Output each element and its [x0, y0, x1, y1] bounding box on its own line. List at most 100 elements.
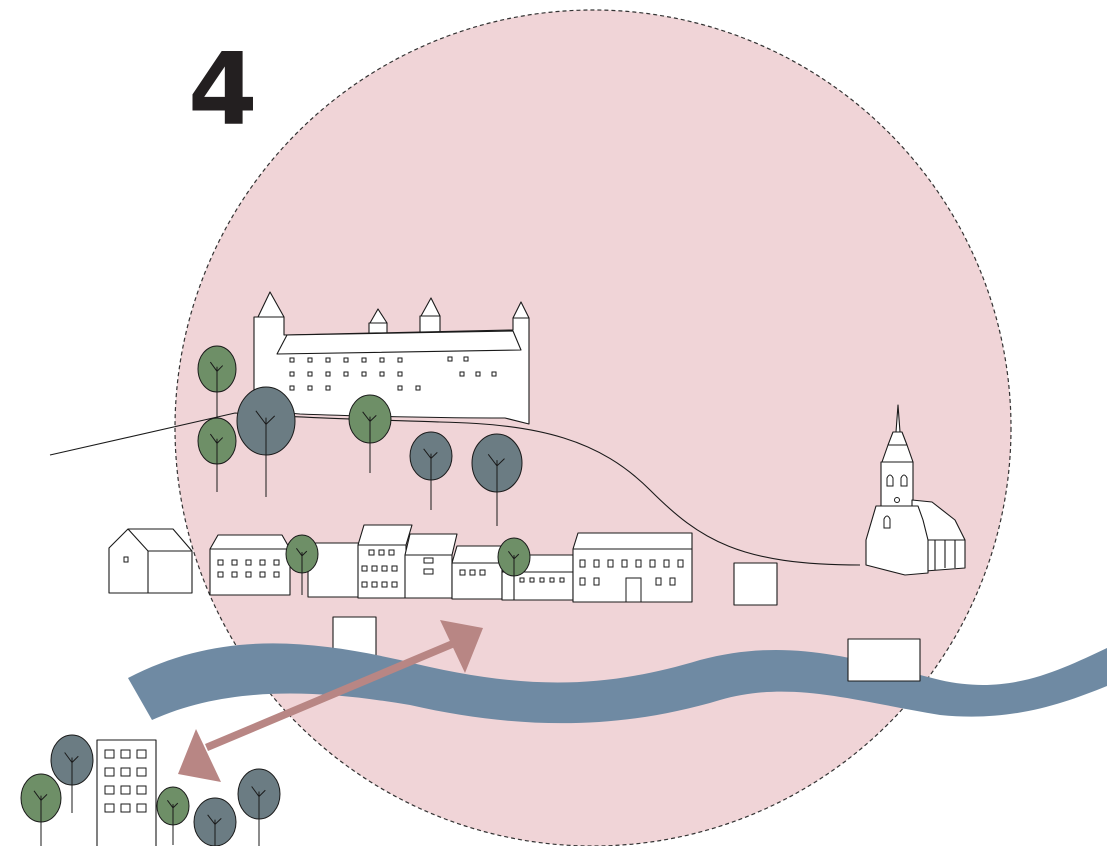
window — [325, 371, 331, 377]
window — [368, 549, 375, 556]
window — [259, 571, 266, 578]
window — [343, 357, 349, 363]
window — [120, 767, 131, 777]
tree-icon — [193, 797, 237, 846]
window — [120, 785, 131, 795]
window — [361, 581, 368, 588]
marker-square-1 — [733, 562, 778, 606]
window — [231, 559, 238, 566]
step-number: 4 — [188, 31, 258, 148]
window — [663, 559, 670, 568]
window — [475, 371, 481, 377]
window — [361, 565, 368, 572]
window — [379, 357, 385, 363]
marker-rect-river — [847, 638, 921, 682]
window — [621, 559, 628, 568]
window — [655, 577, 662, 586]
window — [231, 571, 238, 578]
window — [388, 549, 395, 556]
window — [447, 356, 453, 362]
window — [529, 577, 535, 583]
tree-icon — [497, 537, 531, 596]
double-arrow-icon — [178, 620, 483, 782]
window — [593, 577, 600, 586]
window — [397, 385, 403, 391]
window — [104, 803, 115, 813]
window — [245, 571, 252, 578]
window — [381, 565, 388, 572]
window — [463, 356, 469, 362]
window — [307, 371, 313, 377]
window — [593, 559, 600, 568]
zone-circle — [174, 9, 1012, 846]
window — [343, 371, 349, 377]
window — [325, 385, 331, 391]
tree-icon — [50, 734, 94, 813]
window — [379, 371, 385, 377]
tree-icon — [285, 534, 319, 595]
window — [397, 357, 403, 363]
window — [361, 371, 367, 377]
window — [104, 749, 115, 759]
window — [649, 559, 656, 568]
window — [415, 385, 421, 391]
window — [273, 559, 280, 566]
window — [378, 549, 385, 556]
window — [559, 577, 565, 583]
window — [259, 559, 266, 566]
window — [371, 565, 378, 572]
window — [549, 577, 555, 583]
window — [635, 559, 642, 568]
window — [669, 577, 676, 586]
window — [120, 803, 131, 813]
tree-icon — [237, 768, 281, 846]
window — [459, 569, 466, 576]
window — [289, 357, 295, 363]
window — [491, 371, 497, 377]
window — [469, 569, 476, 576]
window — [423, 568, 434, 575]
tree-icon — [409, 431, 453, 510]
window — [519, 577, 525, 583]
window — [307, 357, 313, 363]
window — [397, 371, 403, 377]
apartment-block — [96, 739, 157, 846]
tree-icon — [236, 386, 296, 497]
window — [579, 559, 586, 568]
window — [325, 357, 331, 363]
window — [307, 385, 313, 391]
window — [361, 357, 367, 363]
town-row — [209, 524, 693, 603]
window — [381, 581, 388, 588]
window — [391, 565, 398, 572]
window — [136, 749, 147, 759]
window — [245, 559, 252, 566]
window — [104, 785, 115, 795]
tree-icon — [20, 773, 62, 846]
window — [289, 385, 295, 391]
window — [371, 581, 378, 588]
castle-icon — [253, 291, 530, 425]
house-left — [108, 528, 193, 594]
window — [289, 371, 295, 377]
window — [120, 749, 131, 759]
window — [607, 559, 614, 568]
tree-icon — [471, 433, 523, 526]
window — [136, 785, 147, 795]
window — [217, 559, 224, 566]
hill-line — [49, 412, 861, 566]
window — [423, 557, 434, 564]
window — [479, 569, 486, 576]
window — [104, 767, 115, 777]
tree-icon — [197, 417, 237, 492]
window — [136, 767, 147, 777]
window — [273, 571, 280, 578]
tree-icon — [156, 786, 190, 845]
window — [217, 571, 224, 578]
church-icon — [865, 404, 966, 576]
window — [136, 803, 147, 813]
window — [579, 577, 586, 586]
window — [391, 581, 398, 588]
